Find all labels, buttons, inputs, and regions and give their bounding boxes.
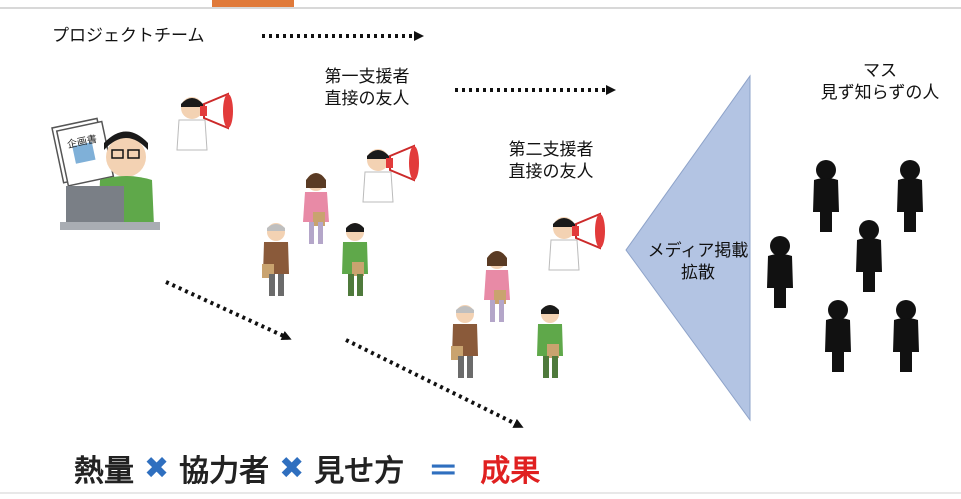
first-supporter-label: 第一支援者 直接の友人: [302, 66, 432, 110]
project-team-label: プロジェクトチーム: [52, 26, 205, 46]
arrow-diagonal-right: [345, 338, 524, 428]
top-divider: [0, 7, 961, 9]
shopper-man-2: [537, 305, 563, 378]
shopper-woman-1: [303, 173, 329, 244]
second-supporter-title: 第二支援者: [508, 140, 594, 160]
first-supporter-subtitle: 直接の友人: [324, 89, 410, 109]
media-title: メディア掲載: [647, 241, 749, 261]
media-label: メディア掲載 拡散: [638, 240, 758, 284]
multiply-icon: ✖: [144, 450, 170, 486]
project-team-person-illustration: 企画書: [51, 117, 160, 230]
mass-person-6: [893, 300, 919, 372]
mass-person-5: [825, 300, 851, 372]
shopper-elder-2: [451, 305, 478, 378]
multiply-icon: ✖: [279, 450, 305, 486]
mass-subtitle: 見ず知らずの人: [820, 83, 940, 103]
media-subtitle: 拡散: [681, 263, 715, 283]
megaphone-person-3: [548, 213, 606, 271]
first-supporter-title: 第一支援者: [324, 67, 410, 87]
mass-person-1: [813, 160, 839, 232]
equals-icon: ＝: [428, 454, 459, 489]
second-supporter-label: 第二支援者 直接の友人: [486, 139, 616, 183]
second-supporter-subtitle: 直接の友人: [508, 162, 594, 182]
formula-term-passion: 熱量: [74, 454, 134, 489]
mass-label: マス 見ず知らずの人: [800, 60, 960, 104]
formula-term-collaborators: 協力者: [179, 454, 270, 489]
media-spread-triangle: [625, 74, 751, 422]
top-tab-accent: [212, 0, 294, 8]
arrow-diagonal-left: [165, 280, 292, 341]
formula-term-presentation: 見せ方: [314, 454, 405, 489]
formula-result: 成果: [480, 454, 541, 489]
megaphone-person-2: [362, 145, 420, 203]
shopper-elder-1: [262, 223, 289, 296]
shopper-woman-2: [484, 251, 510, 322]
megaphone-person-1: [176, 93, 234, 151]
success-formula: 熱量 ✖ 協力者 ✖ 見せ方 ＝ 成果: [74, 448, 541, 490]
mass-person-3: [856, 220, 882, 292]
mass-title: マス: [863, 61, 897, 81]
mass-person-2: [897, 160, 923, 232]
mass-person-4: [767, 236, 793, 308]
shopper-man-1: [342, 223, 368, 296]
bottom-divider: [0, 492, 961, 494]
